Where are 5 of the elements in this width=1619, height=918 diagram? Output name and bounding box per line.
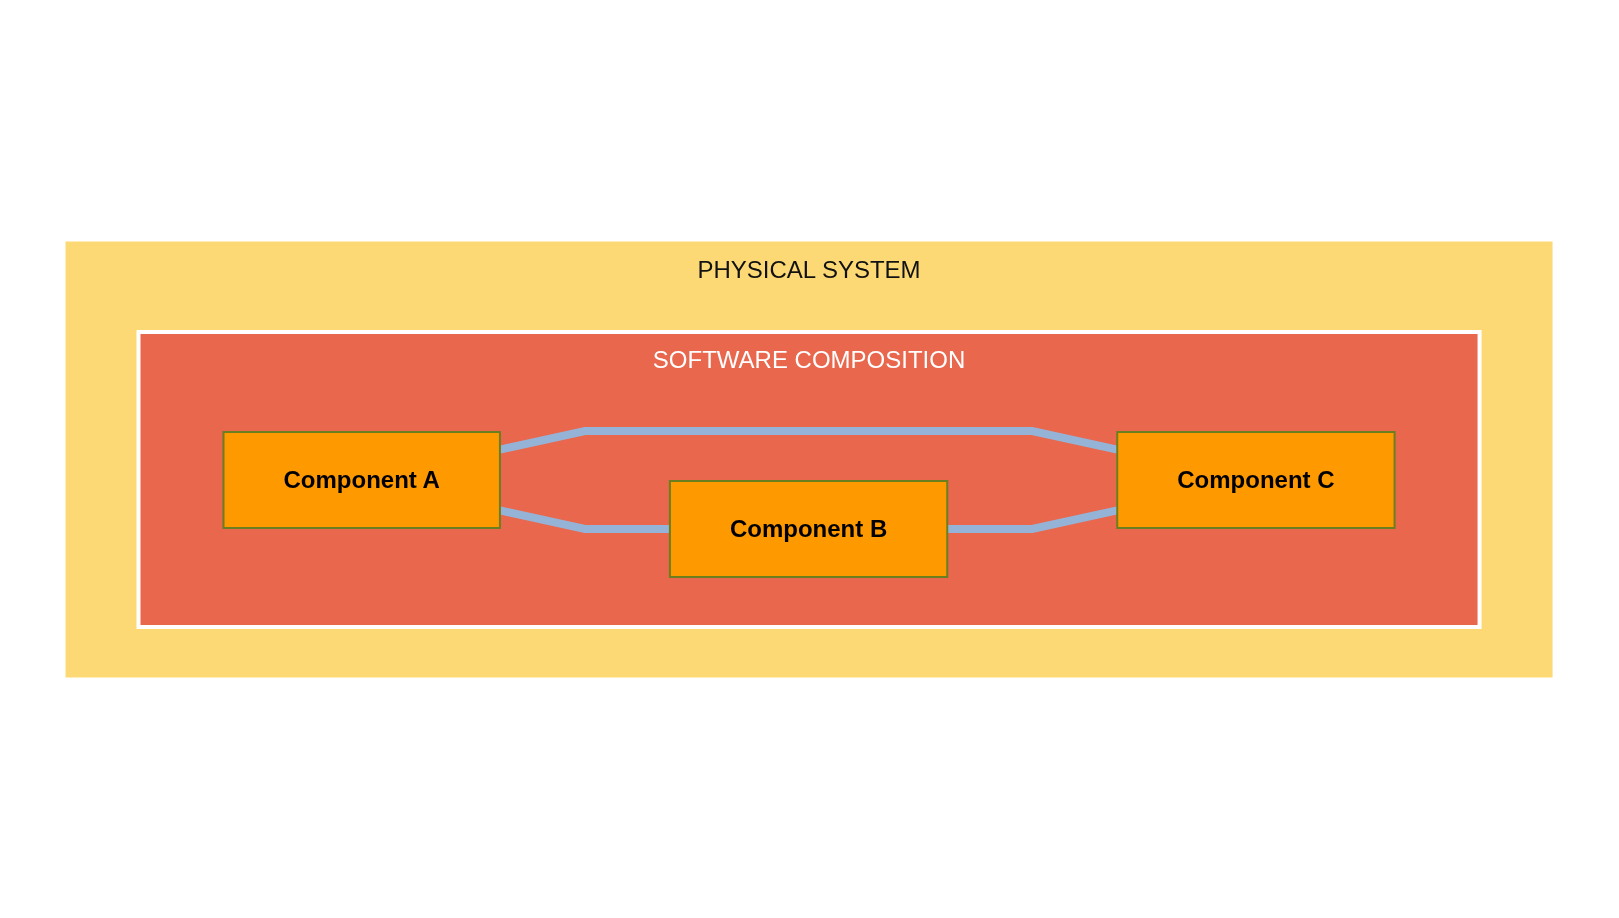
node-box: Component C — [1116, 430, 1396, 529]
node-box: Component A — [222, 430, 502, 529]
node-box: Component B — [669, 479, 949, 578]
connector — [947, 505, 1119, 533]
connector — [499, 505, 671, 533]
